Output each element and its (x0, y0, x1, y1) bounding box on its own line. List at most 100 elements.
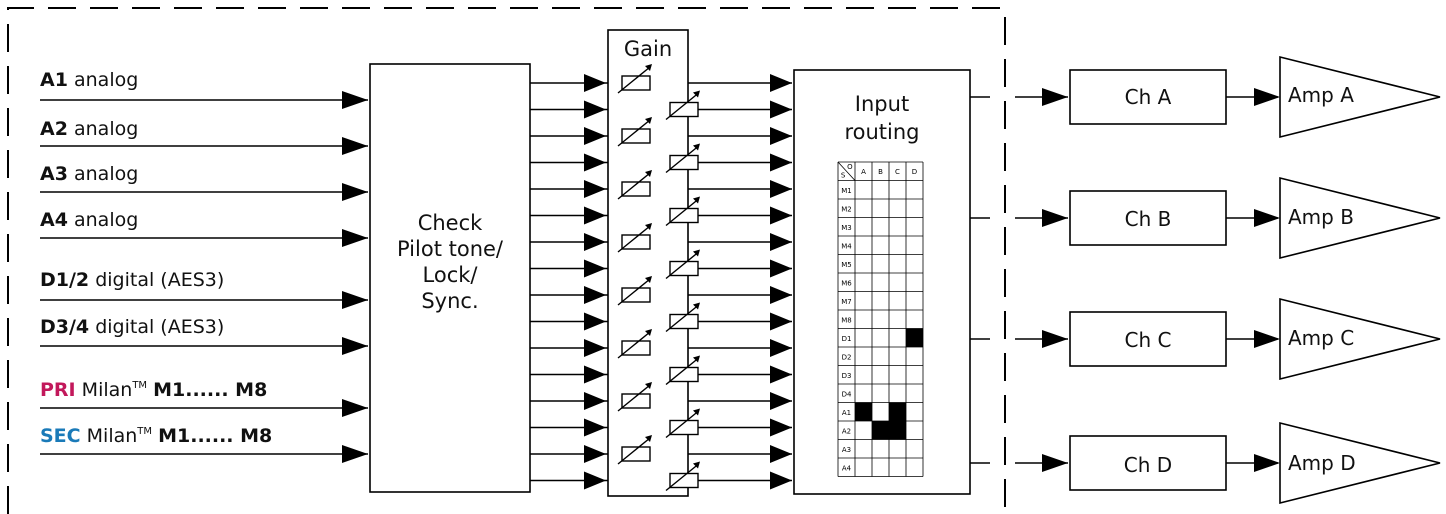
gain-potentiometer-icon (669, 260, 699, 277)
input-arrow (342, 337, 368, 355)
channel-arrow-in (584, 471, 606, 490)
gain-wiper-arrow-icon (693, 355, 700, 363)
gain-potentiometer-icon (669, 313, 699, 330)
channel-arrow-out (770, 445, 792, 463)
channel-arrow-out (770, 100, 792, 119)
channel-arrow-in (584, 153, 606, 172)
channel-arrow-in (584, 312, 606, 331)
channel-arrow-out (770, 206, 792, 225)
matrix-row-label: A2 (842, 428, 851, 436)
channel-arrow-out (770, 392, 792, 410)
gain-wiper-arrow-icon (645, 117, 652, 124)
input-label-a1: A1 analog (40, 69, 139, 91)
input-arrow (342, 91, 368, 109)
gain-wiper-arrow-icon (645, 64, 652, 71)
channel-b-label: Ch B (1124, 207, 1172, 231)
amp-triangle-icon (1279, 297, 1441, 381)
channel-arrow-out (770, 365, 792, 384)
channel-arrow-out (770, 286, 792, 304)
matrix-row-label: M7 (841, 298, 852, 306)
channel-arrow-out (770, 153, 792, 172)
gain-wiper-line (617, 66, 651, 94)
gain-potentiometer-icon (621, 181, 651, 197)
gain-wiper-line (617, 119, 651, 147)
input-label-a4: A4 analog (40, 209, 139, 231)
gain-potentiometer-icon (669, 472, 699, 489)
gain-wiper-arrow-icon (645, 329, 652, 336)
channel-feed-arrow (1042, 330, 1068, 348)
input-arrow (342, 229, 368, 247)
channel-arrow-in (584, 418, 606, 437)
gain-wiper-line (617, 331, 651, 359)
amp-feed-arrow (1254, 454, 1280, 472)
channel-arrow-out (770, 259, 792, 278)
channel-arrow-in (584, 74, 606, 92)
channel-arrow-in (584, 100, 606, 119)
channel-arrow-in (584, 180, 606, 198)
gain-wiper-line (617, 278, 651, 306)
check-block-text: Check Pilot tone/ Lock/ Sync. (396, 211, 503, 313)
check-block (369, 63, 531, 493)
gain-label: Gain (623, 37, 673, 61)
matrix-active-cell (855, 402, 872, 421)
input-label-pri-milan: PRI MilanTM M1...... M8 (40, 379, 268, 401)
gain-potentiometer-icon (669, 101, 699, 118)
channel-arrow-in (584, 445, 606, 463)
matrix-row-label: D3 (842, 372, 852, 380)
amp-feed-arrow (1254, 209, 1280, 227)
channel-arrow-out (770, 339, 792, 357)
gain-wiper-line (665, 463, 699, 492)
matrix-column-label: B (878, 168, 883, 176)
amp-triangle-icon (1279, 55, 1441, 139)
gain-potentiometer-icon (621, 287, 651, 303)
amp-c-label: Amp C (1288, 326, 1355, 350)
gain-wiper-arrow-icon (693, 143, 700, 151)
channel-arrow-out (770, 74, 792, 92)
channel-feed-arrow (1042, 88, 1068, 106)
gain-potentiometer-icon (669, 366, 699, 383)
amp-d-label: Amp D (1288, 451, 1356, 475)
input-arrow (342, 399, 368, 417)
channel-d-label: Ch D (1123, 453, 1173, 477)
gain-wiper-arrow-icon (693, 196, 700, 204)
matrix-active-cell (906, 328, 923, 347)
matrix-active-cell (889, 402, 906, 421)
input-label-d34: D3/4 digital (AES3) (40, 316, 225, 338)
matrix-row-label: A3 (842, 446, 851, 454)
channel-arrow-in (584, 233, 606, 251)
gain-potentiometer-icon (621, 75, 651, 91)
matrix-column-label: A (861, 168, 866, 176)
channel-arrow-out (770, 180, 792, 198)
matrix-active-cell (872, 421, 889, 440)
gain-wiper-line (665, 92, 699, 121)
matrix-row-label: D1 (842, 335, 852, 343)
matrix-row-label: M8 (841, 317, 852, 325)
input-label-a3: A3 analog (40, 163, 139, 185)
channel-feed-arrow (1042, 209, 1068, 227)
matrix-active-cell (889, 421, 906, 440)
matrix-row-label: A4 (842, 465, 852, 473)
gain-wiper-arrow-icon (693, 408, 700, 416)
channel-box (1069, 435, 1227, 491)
input-arrow (342, 291, 368, 309)
amp-triangle-icon (1279, 421, 1441, 505)
dashed-enclosure (7, 7, 1006, 514)
gain-wiper-line (617, 225, 651, 253)
matrix-corner-output-label: O (847, 163, 853, 171)
gain-wiper-arrow-icon (693, 90, 700, 98)
amp-feed-arrow (1254, 88, 1280, 106)
matrix-row-label: M3 (841, 224, 852, 232)
channel-feed-arrow (1042, 454, 1068, 472)
matrix-row-label: M4 (841, 243, 852, 251)
gain-potentiometer-icon (669, 419, 699, 436)
channel-arrow-in (584, 392, 606, 410)
gain-potentiometer-icon (621, 234, 651, 250)
gain-wiper-arrow-icon (693, 302, 700, 310)
gain-potentiometer-icon (621, 340, 651, 356)
amp-triangle-icon (1279, 176, 1441, 260)
pri-tag: PRI (40, 379, 76, 401)
matrix-corner-source-label: S (841, 172, 846, 180)
gain-wiper-line (665, 410, 699, 439)
gain-wiper-line (665, 198, 699, 227)
